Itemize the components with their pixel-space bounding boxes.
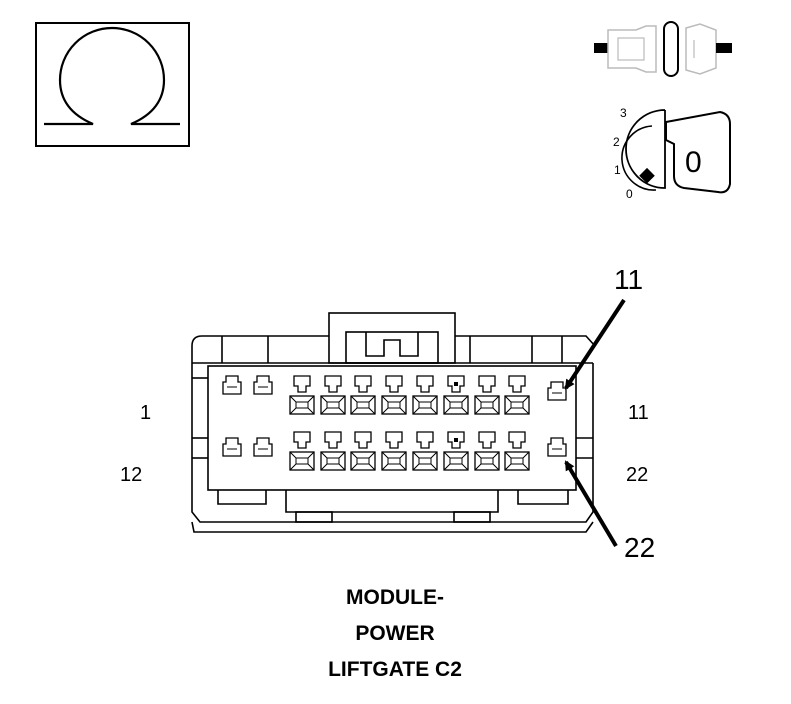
- callout-22: 22: [624, 532, 655, 563]
- ignition-key-label: 0: [685, 146, 702, 179]
- callout-11: 11: [614, 264, 643, 295]
- pin-cavity-17: [381, 431, 407, 471]
- pin-cavity-13: [253, 437, 273, 457]
- title-line-3: LIFTGATE C2: [328, 658, 462, 681]
- connector-pin-cavities: [222, 375, 567, 471]
- ohmmeter-icon: [35, 22, 190, 147]
- title-line-1: MODULE-: [346, 586, 444, 609]
- pin-cavity-7: [412, 375, 438, 415]
- pin-cavity-4: [320, 375, 346, 415]
- title-line-2: POWER: [355, 622, 434, 645]
- pin-cavity-18: [412, 431, 438, 471]
- pin-cavity-9: [474, 375, 500, 415]
- pin-cavity-14: [289, 431, 315, 471]
- pin-label-11: 11: [628, 402, 649, 424]
- pin-cavity-2: [253, 375, 273, 395]
- pin-label-22: 22: [626, 464, 648, 486]
- pin-cavity-6: [381, 375, 407, 415]
- pin-cavity-10: [504, 375, 530, 415]
- pin-cavity-12: [222, 437, 242, 457]
- pin-cavity-1: [222, 375, 242, 395]
- pin-label-1: 1: [140, 402, 151, 424]
- callout-11-arrow: [564, 298, 626, 390]
- pin-cavity-5: [350, 375, 376, 415]
- pin-cavity-21: [504, 431, 530, 471]
- ignition-key-icon: 3 2 1 0 0: [613, 106, 731, 201]
- callout-22-arrow: [564, 460, 618, 548]
- pin-cavity-16: [350, 431, 376, 471]
- pin-cavity-22: [547, 437, 567, 457]
- pin-cavity-11: [547, 381, 567, 401]
- pin-cavity-15: [320, 431, 346, 471]
- pin-cavity-3: [289, 375, 315, 415]
- connector-body: [191, 312, 596, 533]
- ignition-position-2: 2: [613, 135, 620, 149]
- ignition-position-3: 3: [620, 106, 627, 120]
- pin-cavity-8: [443, 375, 469, 415]
- pin-cavity-20: [474, 431, 500, 471]
- pin-cavity-19: [443, 431, 469, 471]
- disconnected-connector-icon: [594, 21, 732, 77]
- ignition-position-0: 0: [626, 187, 633, 201]
- ignition-position-1: 1: [614, 163, 621, 177]
- pin-label-12: 12: [120, 464, 142, 486]
